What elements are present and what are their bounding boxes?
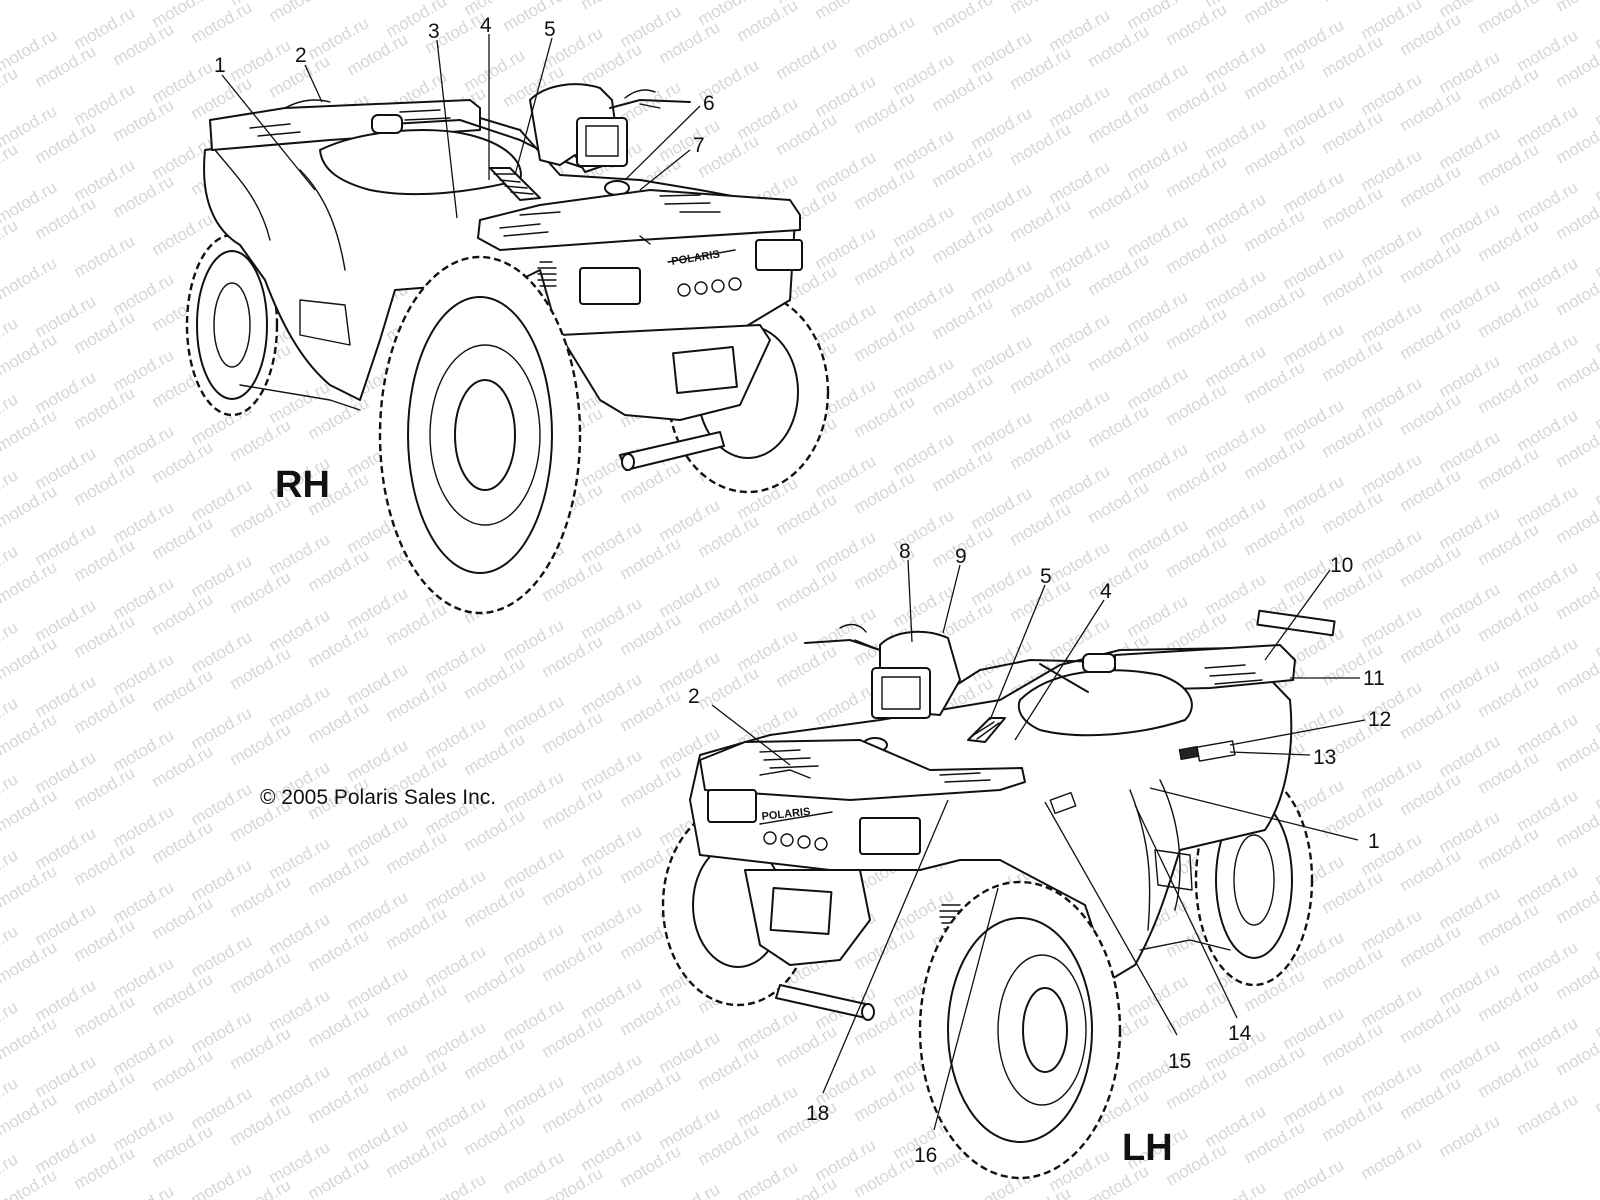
watermark-text: motod.ru [1475,0,1543,37]
callout-lh-11: 11 [1363,667,1385,690]
watermark-text: motod.ru [1358,1133,1426,1183]
callout-lh-8: 8 [899,540,911,563]
watermark-text: motod.ru [0,329,60,379]
watermark-text: motod.ru [929,0,997,39]
watermark-text: motod.ru [1202,1177,1270,1200]
watermark-text: motod.ru [1592,79,1600,129]
callout-rh-3: 3 [428,20,440,43]
callout-rh-7: 7 [693,134,705,157]
watermark-text: motod.ru [0,633,60,683]
watermark-text: motod.ru [1514,1089,1582,1139]
watermark-text: motod.ru [0,937,60,987]
watermark-text: motod.ru [1592,611,1600,661]
callout-lh-18: 18 [806,1102,829,1125]
rh-callouts: 1 2 3 4 5 6 7 [214,14,715,219]
watermark-text: motod.ru [0,63,21,113]
watermark-text: motod.ru [344,0,412,3]
watermark-text: motod.ru [0,1013,60,1063]
watermark-text: motod.ru [0,405,60,455]
watermark-text: motod.ru [656,1179,724,1200]
view-label-lh: LH [1122,1127,1173,1169]
rh-body: POLARIS [203,83,803,471]
watermark-text: motod.ru [1592,459,1600,509]
callout-rh-5: 5 [544,18,556,41]
lh-near-rear-wheel [918,880,1122,1180]
rh-near-rear-wheel [378,255,582,615]
callout-rh-2: 2 [295,44,307,67]
callout-lh-4: 4 [1100,580,1112,603]
view-label-rh: RH [275,464,330,506]
atv-lh-illustration: POLARIS [661,609,1336,1180]
callout-lh-13: 13 [1313,746,1336,769]
watermark-text: motod.ru [422,1169,490,1200]
watermark-text: motod.ru [734,1157,802,1200]
watermark-text: motod.ru [1553,0,1600,15]
watermark-text: motod.ru [71,231,139,281]
watermark-text: motod.ru [188,1159,256,1200]
watermark-text: motod.ru [1592,307,1600,357]
watermark-text: motod.ru [0,709,60,759]
watermark-text: motod.ru [1592,915,1600,965]
callout-lh-1: 1 [1368,830,1380,853]
watermark-text: motod.ru [500,0,568,35]
watermark-text: motod.ru [1592,763,1600,813]
callout-lh-9: 9 [955,545,967,568]
lh-callouts: 8 9 5 4 10 11 12 13 2 1 14 15 18 16 [688,540,1391,1167]
watermark-text: motod.ru [1007,0,1075,17]
watermark-text: motod.ru [773,33,841,83]
watermark-text: motod.ru [0,1089,60,1139]
decal-10-graphic [1256,609,1336,637]
watermark-text: motod.ru [1592,687,1600,737]
watermark-text: motod.ru [0,557,60,607]
watermark-text: motod.ru [266,0,334,25]
rh-far-rear-wheel [185,233,279,417]
watermark-text: motod.ru [734,0,802,45]
watermark-text: motod.ru [1280,1155,1348,1200]
copyright-notice: © 2005 Polaris Sales Inc. [260,786,496,809]
watermark-text: motod.ru [110,1181,178,1200]
callout-lh-2: 2 [688,685,700,708]
watermark-text: motod.ru [812,0,880,23]
callout-rh-1: 1 [214,54,226,77]
atv-rh-illustration: POLARIS [185,83,830,615]
watermark-text: motod.ru [1241,0,1309,27]
watermark-text: motod.ru [1592,3,1600,53]
callout-lh-16: 16 [914,1144,937,1167]
watermark-text: motod.ru [890,0,958,1]
watermark-text: motod.ru [0,481,60,531]
watermark-text: motod.ru [1592,231,1600,281]
callout-rh-4: 4 [480,14,492,37]
watermark-text: motod.ru [578,0,646,13]
callout-lh-15: 15 [1168,1050,1191,1073]
callout-lh-12: 12 [1368,708,1391,731]
watermark-text: motod.ru [0,785,60,835]
callout-lh-14: 14 [1228,1022,1252,1045]
callout-lh-5: 5 [1040,565,1052,588]
watermark-text: motod.ru [1592,383,1600,433]
watermark-text: motod.ru [0,861,60,911]
watermark-text: motod.ru [1592,839,1600,889]
watermark-text: motod.ru [0,139,21,189]
watermark-text: motod.ru [1592,155,1600,205]
watermark-text: motod.ru [1592,535,1600,585]
callout-rh-6: 6 [703,92,715,115]
watermark-text: motod.ru [1592,1067,1600,1117]
watermark-text: motod.ru [0,253,60,303]
watermark-text: motod.ru [851,11,919,61]
lh-brand-text: POLARIS [761,806,811,823]
callout-lh-10: 10 [1330,554,1353,577]
watermark-text: motod.ru [0,215,21,265]
watermark-text: motod.ru [1436,1111,1504,1161]
watermark-text: motod.ru [1592,991,1600,1041]
watermark-text: motod.ru [1319,0,1387,5]
lh-body: POLARIS [689,623,1296,1021]
